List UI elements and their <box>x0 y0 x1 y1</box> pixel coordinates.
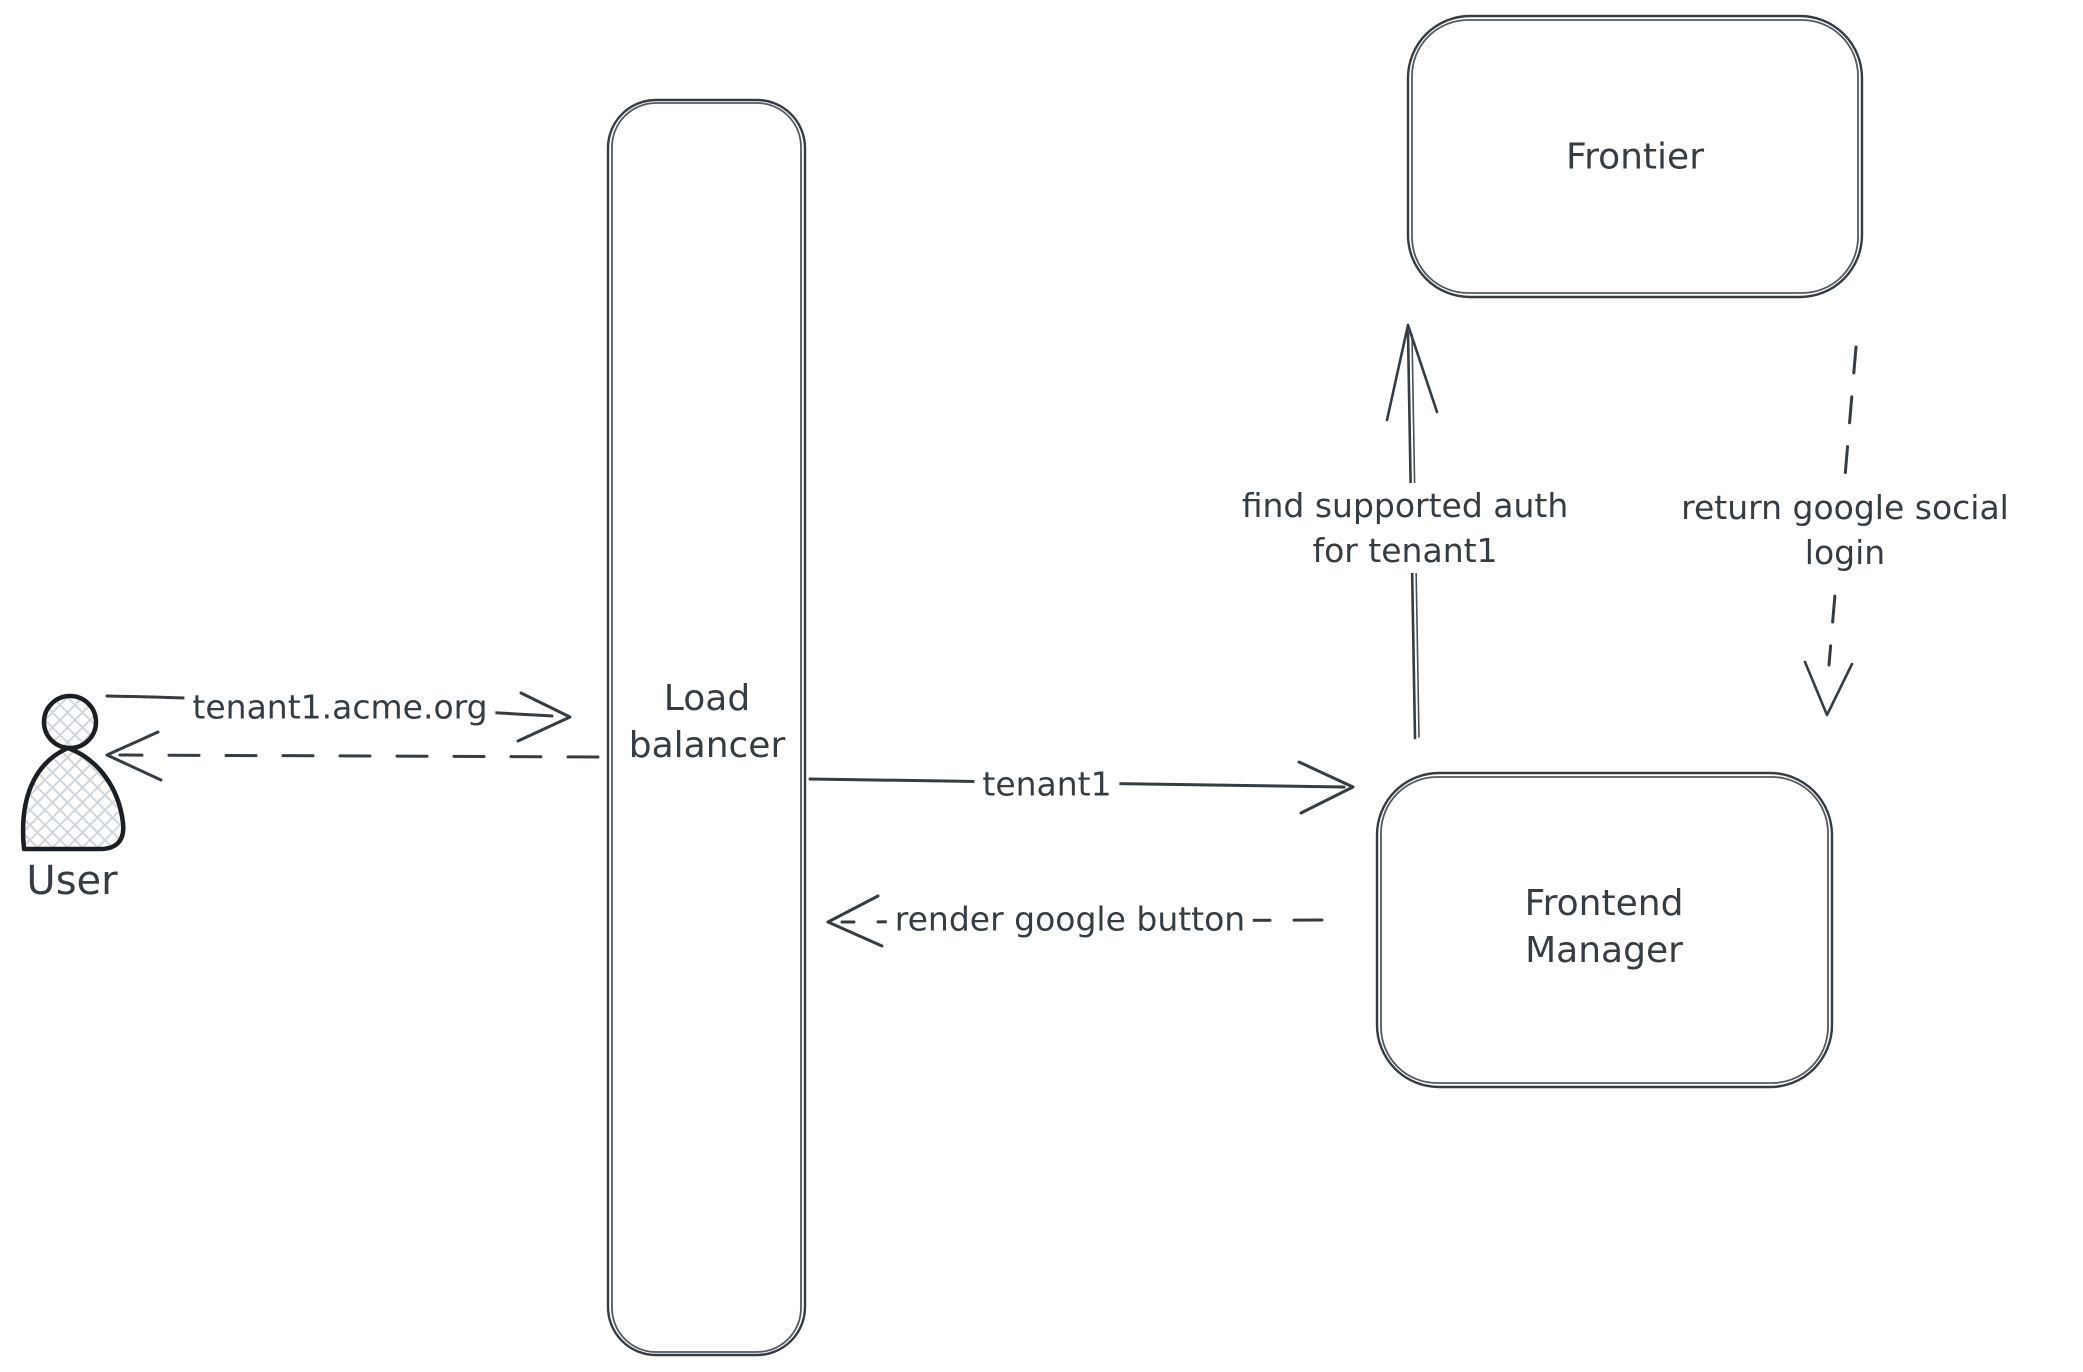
edge-label-find-supported-auth-line1: find supported auth <box>1241 486 1569 525</box>
frontend-manager-label-line1: Frontend <box>1524 883 1684 924</box>
frontend-manager-label-line2: Manager <box>1525 930 1683 971</box>
load-balancer-label-line2: balancer <box>628 725 786 766</box>
edge-label-tenant1: tenant1 <box>974 761 1120 807</box>
edge-label-find-supported-auth-line2: for tenant1 <box>1312 531 1498 570</box>
edge-label-return-google-social-login: return google social login <box>1673 485 2017 575</box>
user-label: User <box>26 858 118 904</box>
load-balancer-label-line1: Load <box>663 678 751 719</box>
edge-label-return-google-social-login-line1: return google social <box>1681 488 2009 527</box>
load-balancer-label: Load balancer <box>629 675 786 769</box>
node-frontend-manager-box <box>1375 771 1834 1089</box>
frontend-manager-label: Frontend Manager <box>1525 880 1684 974</box>
person-icon <box>20 693 126 852</box>
edge-label-tenant1-acme-org: tenant1.acme.org <box>184 684 496 730</box>
edge-label-return-google-social-login-line2: login <box>1804 533 1886 572</box>
edge-label-find-supported-auth: find supported auth for tenant1 <box>1233 483 1577 573</box>
node-load-balancer-box <box>606 98 807 1357</box>
node-frontier-box <box>1406 14 1864 299</box>
edge-load-balancer-to-user <box>105 730 600 782</box>
edge-label-render-google-button: render google button <box>886 896 1254 942</box>
frontier-label: Frontier <box>1565 136 1705 178</box>
